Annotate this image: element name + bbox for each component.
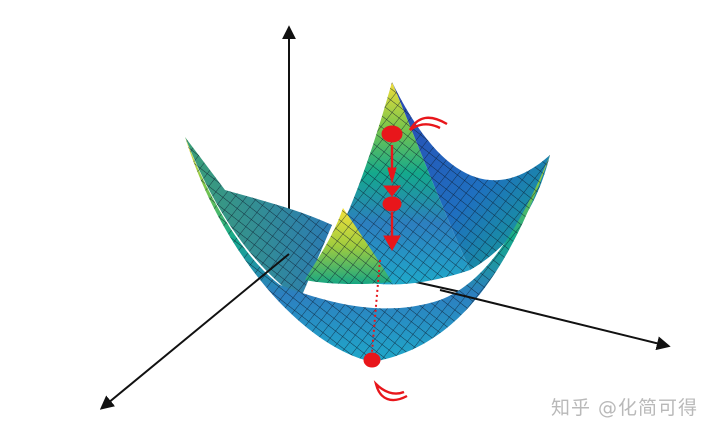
watermark-text: 知乎 @化简可得 [550, 397, 698, 419]
marker-start [381, 125, 403, 143]
marker-minimum [363, 352, 381, 368]
descent-dotted-line [371, 259, 381, 353]
pointer-curl-icon [373, 380, 408, 402]
marker-mid [382, 196, 402, 212]
y-axis [99, 253, 290, 410]
x-axis [439, 289, 671, 351]
descent-path [363, 116, 448, 402]
descent-arrow-2 [382, 185, 402, 197]
pointer-curl-icon [408, 116, 448, 131]
